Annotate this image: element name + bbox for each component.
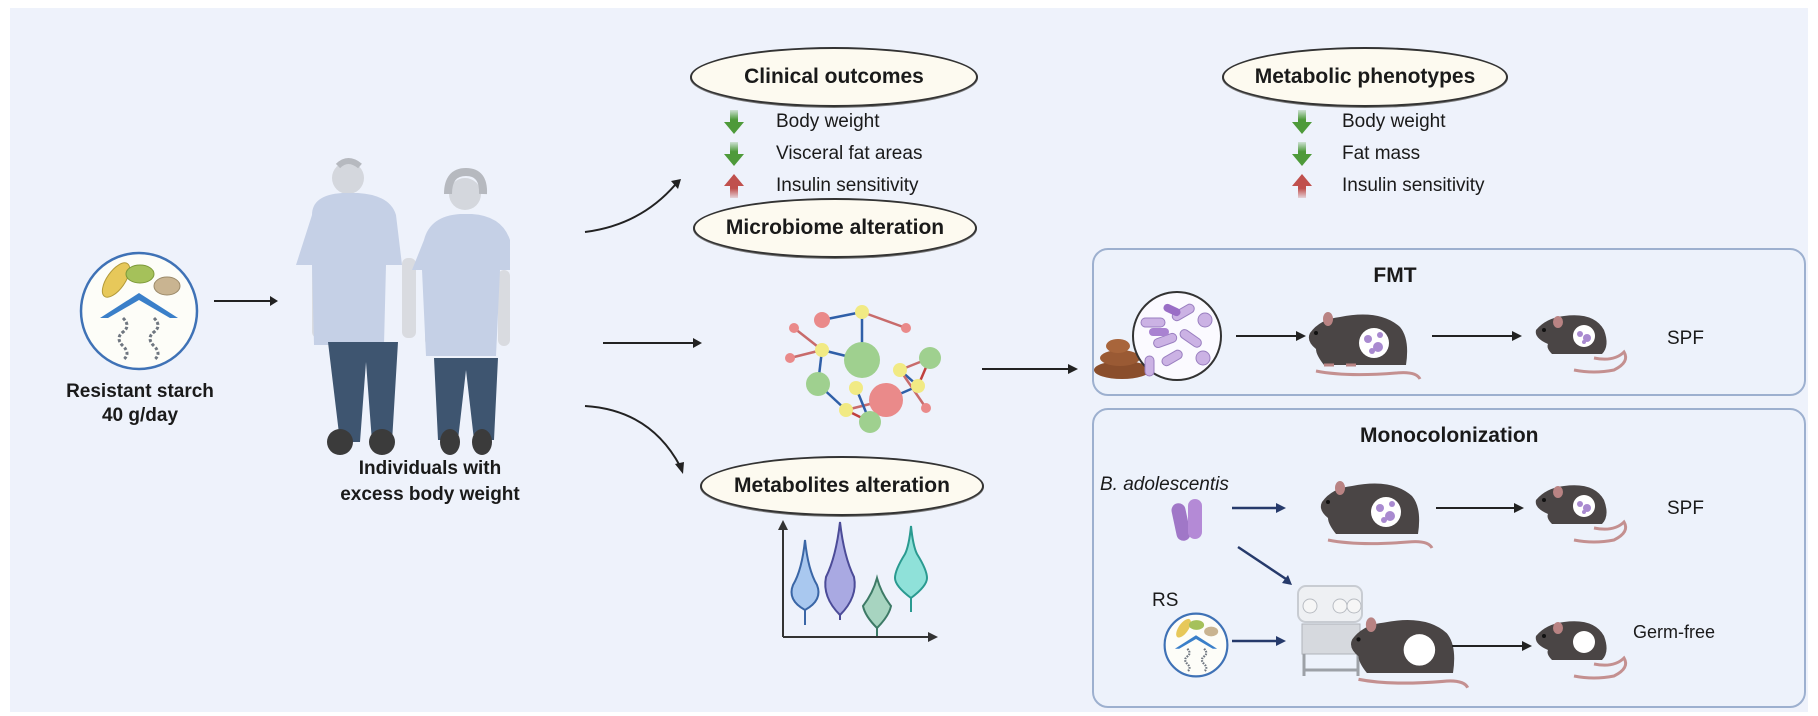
clinical-outcome-item: Visceral fat areas bbox=[724, 142, 922, 166]
resistant-starch-icon bbox=[79, 251, 199, 371]
arrow-bacterium-to-isolator bbox=[1237, 545, 1292, 585]
violin-3 bbox=[861, 574, 893, 636]
violin-1 bbox=[790, 539, 820, 625]
metabolic-phenotypes-ellipse: Metabolic phenotypes bbox=[1222, 47, 1508, 107]
network-icon bbox=[785, 305, 941, 433]
violin-2 bbox=[824, 521, 856, 620]
up-arrow-icon bbox=[724, 174, 744, 198]
metabolic-phenotype-item: Body weight bbox=[1292, 110, 1446, 134]
violin-plot-icon bbox=[778, 520, 938, 642]
subjects-label: Individuals with excess body weight bbox=[320, 456, 540, 508]
down-arrow-icon bbox=[724, 110, 744, 134]
fmt-title: FMT bbox=[1373, 264, 1417, 287]
arrow-to-clinical-outcomes bbox=[584, 179, 681, 233]
mouse-icon bbox=[1320, 481, 1434, 549]
metabolic-phenotype-label: Body weight bbox=[1342, 111, 1446, 132]
up-arrow-icon bbox=[1292, 174, 1312, 198]
microbiome-title: Microbiome alteration bbox=[725, 216, 945, 239]
rs-label: RS bbox=[1152, 590, 1179, 611]
violin-4 bbox=[893, 525, 929, 612]
clinical-outcome-label: Insulin sensitivity bbox=[776, 175, 919, 196]
arrow-mono-row1 bbox=[1436, 503, 1524, 513]
metabolic-phenotypes-title: Metabolic phenotypes bbox=[1254, 65, 1476, 88]
metabolic-phenotype-label: Fat mass bbox=[1342, 143, 1421, 164]
input-title-line2: 40 g/day bbox=[101, 405, 179, 426]
mouse-small-icon bbox=[1535, 315, 1628, 374]
metabolites-title: Metabolites alteration bbox=[734, 474, 950, 497]
arrow-starch-to-people bbox=[214, 296, 278, 306]
mouse-germ-free-icon bbox=[1351, 617, 1470, 689]
clinical-outcome-label: Visceral fat areas bbox=[776, 143, 923, 164]
down-arrow-icon bbox=[724, 142, 744, 166]
input-label: Resistant starch 40 g/day bbox=[50, 380, 230, 428]
man-figure bbox=[296, 158, 416, 455]
arrow-fmt-2 bbox=[1432, 331, 1522, 341]
bacterium-icon bbox=[1171, 499, 1202, 541]
arrow-to-microbiome bbox=[603, 338, 702, 348]
input-title-line1: Resistant starch bbox=[66, 381, 214, 402]
clinical-outcomes-title: Clinical outcomes bbox=[744, 65, 924, 88]
clinical-outcome-label: Body weight bbox=[776, 111, 880, 132]
arrow-to-metabolites bbox=[584, 405, 684, 474]
stool-icon bbox=[1094, 339, 1150, 379]
arrow-mono-row2 bbox=[1452, 641, 1532, 651]
fmt-spf-label: SPF bbox=[1667, 328, 1704, 349]
bacterium-label: B. adolescentis bbox=[1100, 474, 1229, 495]
subjects-label-line2: excess body weight bbox=[340, 484, 520, 505]
potato-icon bbox=[153, 276, 181, 296]
arrow-rs-to-isolator bbox=[1232, 636, 1286, 646]
down-arrow-icon bbox=[1292, 110, 1312, 134]
overweight-people-icon bbox=[296, 158, 510, 455]
mouse-icon bbox=[1308, 312, 1422, 380]
germ-free-label: Germ-free bbox=[1633, 622, 1716, 642]
monocolonization-title: Monocolonization bbox=[1360, 424, 1539, 447]
metabolic-phenotype-label: Insulin sensitivity bbox=[1342, 175, 1485, 196]
arrow-bacterium-to-mouse bbox=[1232, 503, 1286, 513]
banana-icon bbox=[125, 264, 155, 284]
down-arrow-icon bbox=[1292, 142, 1312, 166]
resistant-starch-small-icon bbox=[1163, 612, 1229, 678]
corn-icon bbox=[101, 262, 131, 298]
arrow-fmt-1 bbox=[1236, 331, 1306, 341]
subjects-label-line1: Individuals with bbox=[358, 458, 502, 479]
arrow-microbiome-to-fmt bbox=[982, 364, 1078, 374]
woman-figure bbox=[412, 167, 510, 455]
microbiome-ellipse: Microbiome alteration bbox=[693, 198, 977, 258]
mono-spf-label: SPF bbox=[1667, 498, 1704, 519]
mouse-small-icon bbox=[1535, 485, 1628, 544]
metabolic-phenotype-item: Insulin sensitivity bbox=[1292, 174, 1485, 198]
metabolic-phenotype-item: Fat mass bbox=[1292, 142, 1420, 166]
mouse-germ-free-small-icon bbox=[1535, 621, 1628, 680]
clinical-outcome-item: Insulin sensitivity bbox=[724, 174, 919, 198]
metabolites-ellipse: Metabolites alteration bbox=[700, 456, 984, 516]
gnotobiotic-isolator-icon bbox=[1297, 585, 1363, 676]
bacteria-magnifier-icon bbox=[1132, 291, 1222, 381]
clinical-outcomes-ellipse: Clinical outcomes bbox=[690, 47, 978, 107]
clinical-outcome-item: Body weight bbox=[724, 110, 880, 134]
